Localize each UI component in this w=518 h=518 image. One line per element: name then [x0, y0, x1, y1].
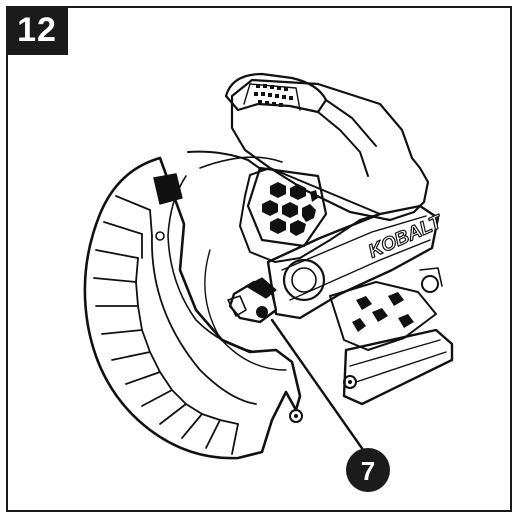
callout-badge: [346, 448, 390, 492]
callout-label: 7: [361, 456, 375, 486]
motor-vent: [246, 166, 328, 248]
callout-7: 7: [270, 318, 390, 492]
bevel-lock-knob: [227, 277, 278, 324]
instruction-step-panel: [6, 6, 512, 512]
handle-grip: [224, 72, 377, 177]
motor-arm: [266, 204, 440, 320]
step-number-badge: 12: [6, 6, 68, 55]
saw-base: [329, 267, 454, 406]
upper-housing: [230, 78, 430, 263]
saw-blade: [199, 156, 287, 371]
